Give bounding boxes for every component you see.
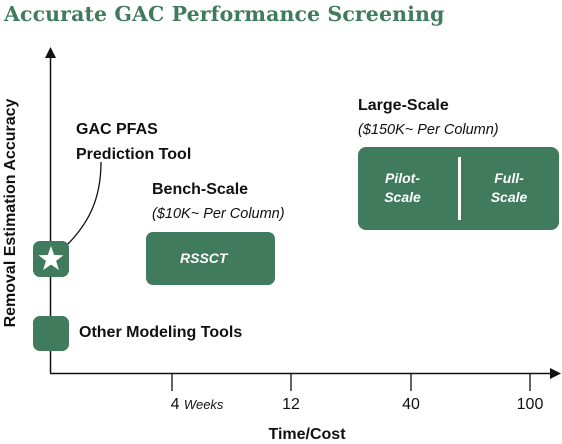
rssct-box: RSSCT	[146, 232, 275, 285]
star-icon	[38, 246, 64, 270]
large-scale-box: Pilot- Scale Full- Scale	[358, 147, 559, 230]
x-tick-label-4: 4 Weeks	[171, 396, 224, 414]
x-tick-label-100: 100	[516, 396, 544, 413]
x-tick-label-12: 12	[282, 396, 300, 413]
bench-scale-cost: ($10K~ Per Column)	[152, 206, 285, 222]
x-axis-arrow	[550, 368, 561, 379]
y-axis-arrow	[45, 47, 56, 58]
page-title: Accurate GAC Performance Screening	[4, 2, 445, 26]
gac-tool-line1: GAC PFAS	[76, 121, 158, 138]
x-axis-label: Time/Cost	[268, 426, 346, 443]
y-axis-label: Removal Estimation Accuracy	[2, 98, 19, 328]
large-scale-cost: ($150K~ Per Column)	[358, 122, 499, 138]
pilot-scale-line2: Scale	[384, 189, 421, 205]
connector-line	[65, 161, 102, 247]
other-tools-label: Other Modeling Tools	[79, 324, 243, 341]
gac-tool-line2: Prediction Tool	[76, 146, 192, 163]
other-tools-marker	[33, 316, 69, 351]
rssct-label: RSSCT	[180, 250, 228, 266]
full-scale-label: Full- Scale	[484, 169, 534, 207]
x-tick-unit: Weeks	[183, 397, 224, 412]
full-scale-line1: Full-	[494, 170, 524, 186]
gac-tool-marker	[33, 241, 69, 277]
gac-tool-label: GAC PFAS Prediction Tool	[76, 117, 191, 167]
pilot-scale-line1: Pilot-	[385, 170, 420, 186]
pilot-scale-label: Pilot- Scale	[380, 169, 425, 207]
x-tick-value: 4	[170, 396, 180, 413]
scale-divider	[458, 157, 461, 220]
x-tick-label-40: 40	[402, 396, 420, 413]
full-scale-line2: Scale	[490, 189, 528, 205]
bench-scale-title: Bench-Scale	[152, 181, 249, 198]
large-scale-title: Large-Scale	[358, 97, 449, 114]
